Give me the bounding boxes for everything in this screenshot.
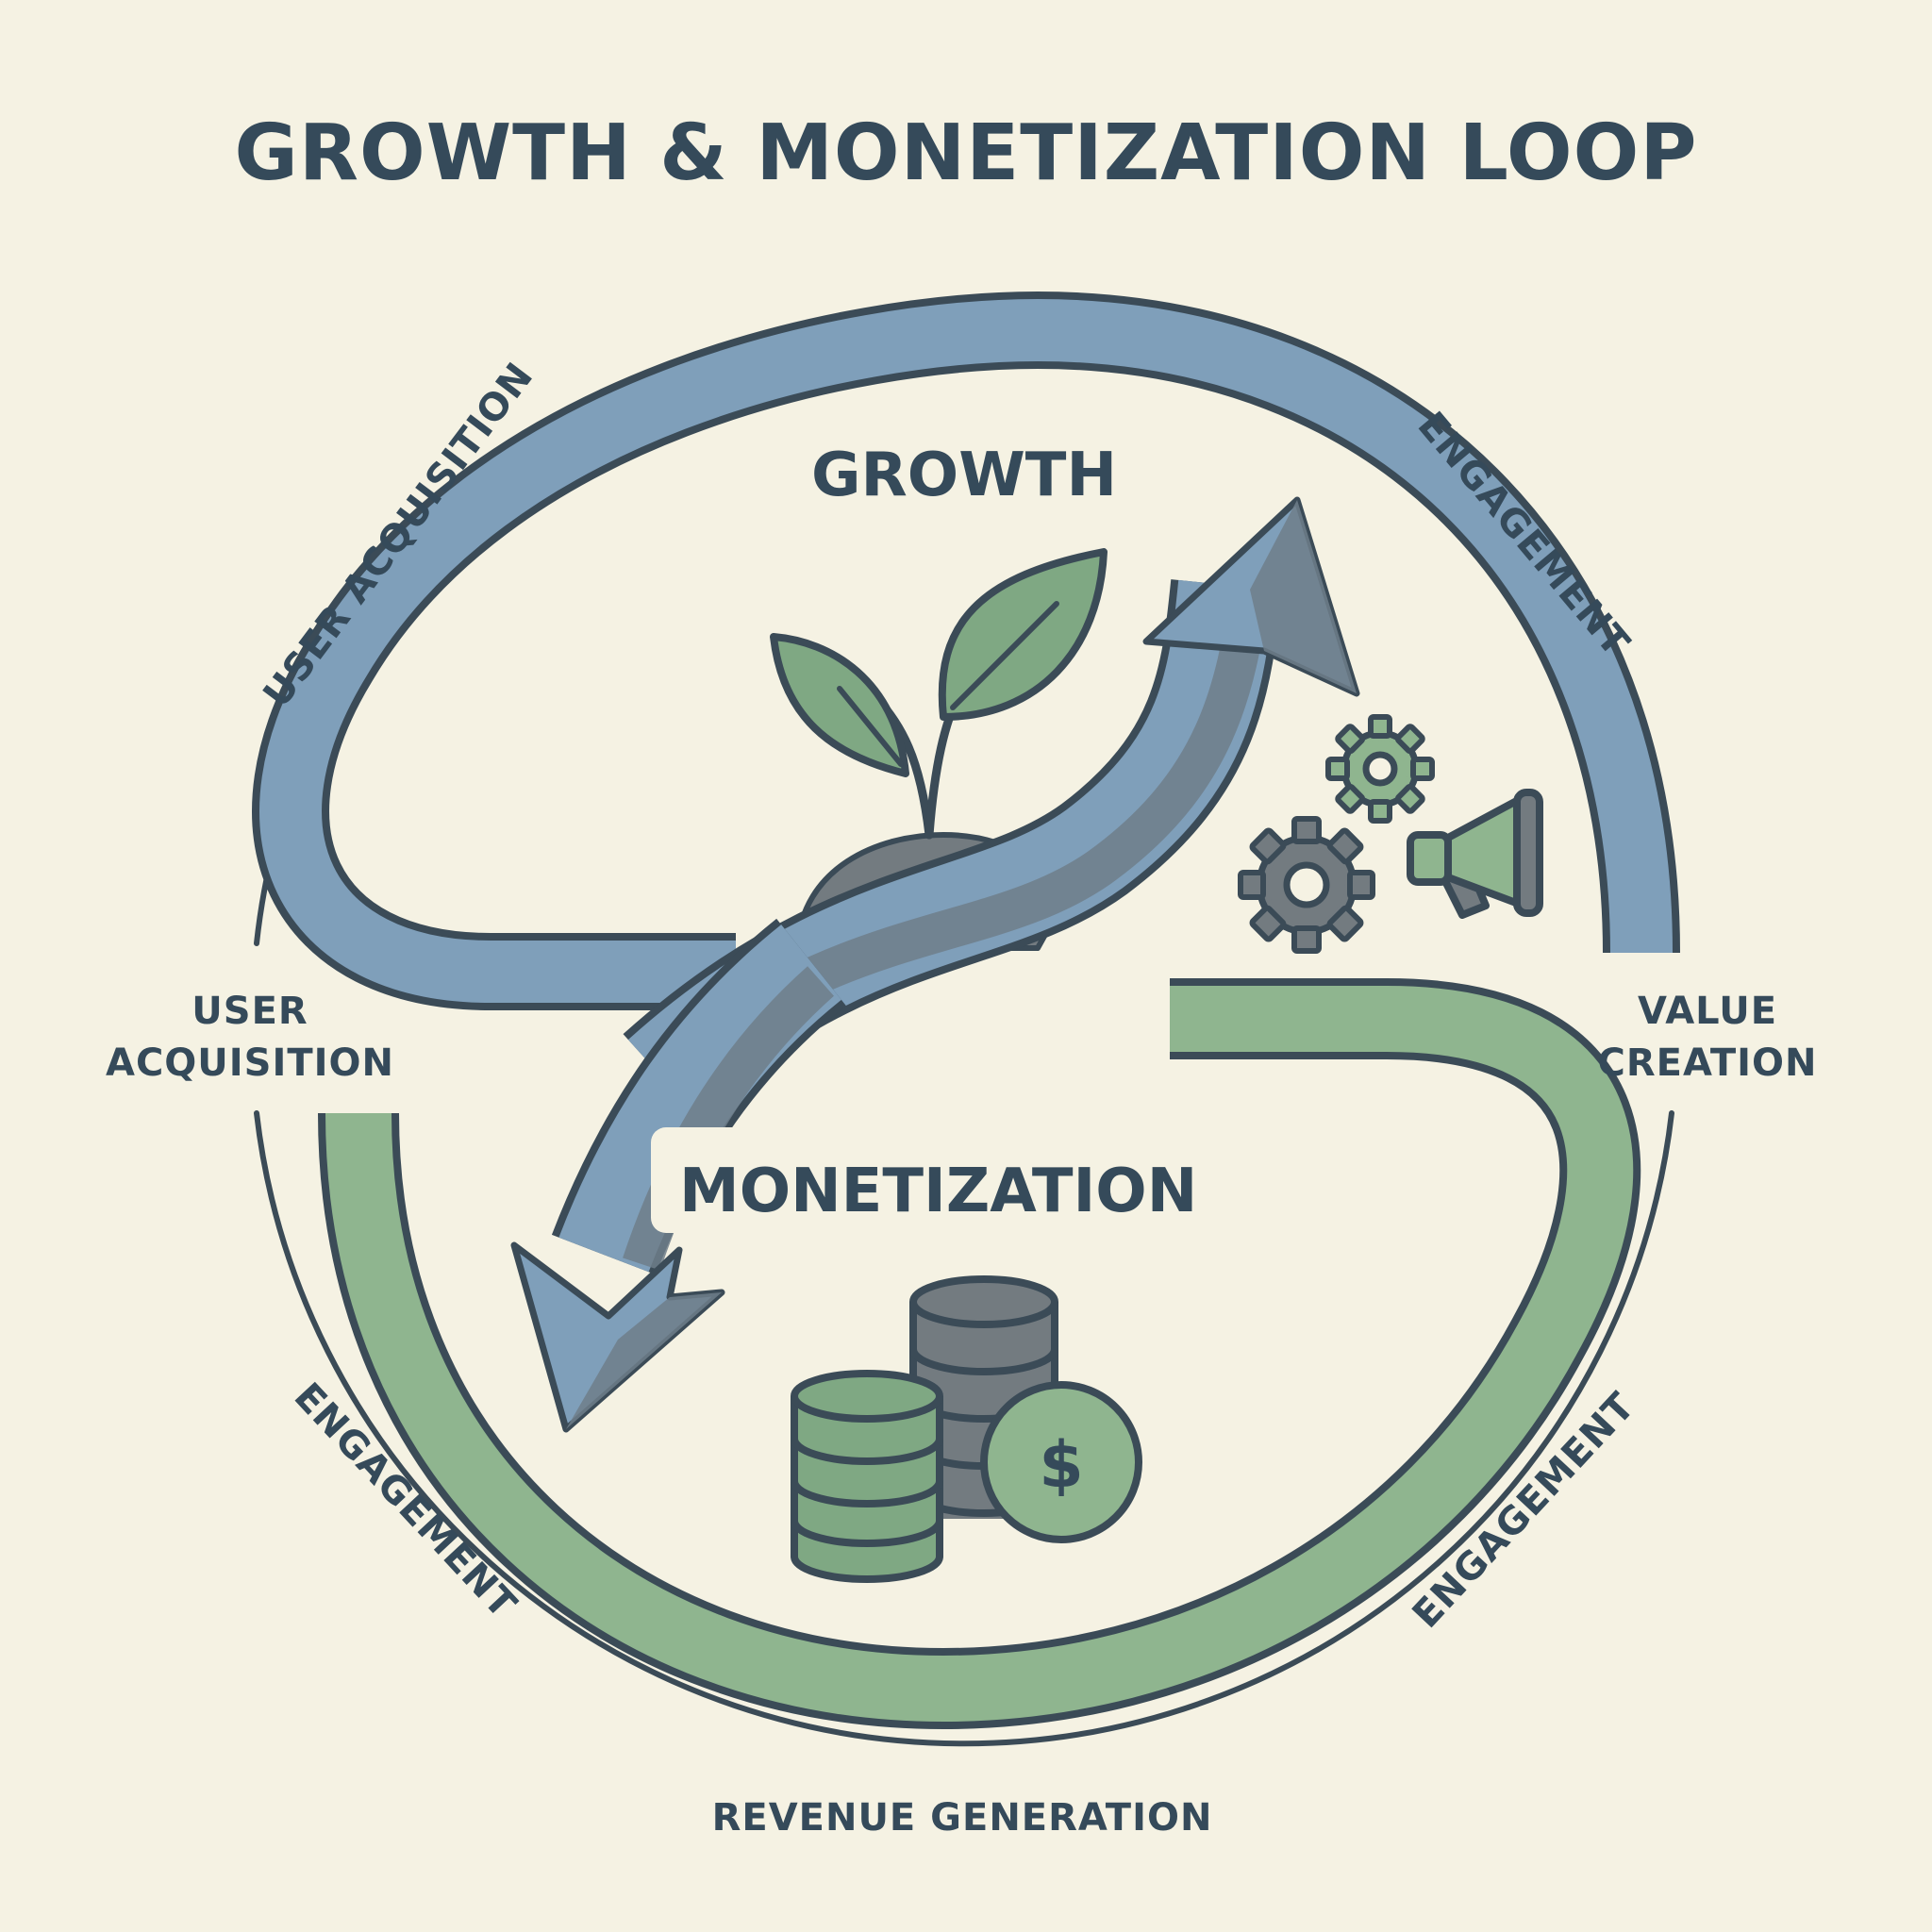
diagram-title: GROWTH & MONETIZATION LOOP [235,108,1698,198]
gears-icon [1238,714,1435,954]
outer-circle-bottom-arc [254,1110,1674,1747]
gear-large-icon [1238,816,1375,954]
dollar-symbol: $ [1039,1428,1083,1503]
user-acquisition-line2-label: ACQUISITION [106,1041,394,1085]
dollar-coin-icon: $ [980,1381,1142,1543]
growth-loop-band [252,291,1680,1010]
megaphone-icon [1407,789,1543,919]
monetization-label-box: MONETIZATION [651,1127,1197,1233]
gear-small-icon [1325,714,1435,824]
revenue-generation-label: REVENUE GENERATION [712,1796,1213,1840]
value-creation-line1-label: VALUE [1638,990,1777,1033]
growth-label: GROWTH [811,441,1117,510]
coin-stack-front [791,1370,943,1583]
user-acquisition-line1-label: USER [192,990,308,1033]
monetization-loop-band [318,978,1641,1729]
value-creation-line2-label: CREATION [1598,1041,1818,1085]
sprout-icon [770,548,1108,840]
monetization-label: MONETIZATION [679,1157,1197,1226]
